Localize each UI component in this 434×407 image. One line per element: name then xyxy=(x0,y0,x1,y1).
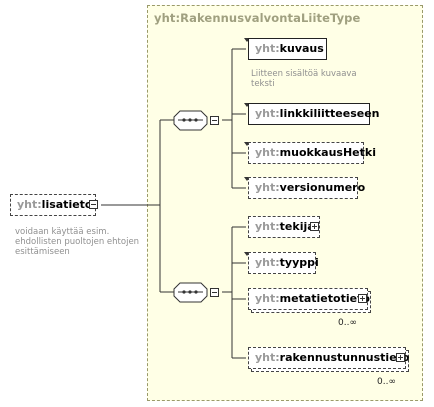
annotation-marker-icon xyxy=(244,252,250,256)
element-versionumero[interactable]: yht:versionumero xyxy=(248,177,365,199)
element-prefix: yht: xyxy=(17,198,42,211)
element-prefix: yht: xyxy=(255,220,280,233)
element-name: tyyppi xyxy=(279,256,319,269)
element-prefix: yht: xyxy=(255,351,280,364)
expand-rakennustunnustieto-icon[interactable] xyxy=(396,353,405,362)
doc-line: ehdollisten puoltojen ehtojen xyxy=(15,237,140,247)
element-name: kuvaus xyxy=(279,42,324,55)
element-prefix: yht: xyxy=(255,181,280,194)
element-prefix: yht: xyxy=(255,107,280,120)
expand-tekija-icon[interactable] xyxy=(310,222,319,231)
root-documentation: voidaan käyttää esim. ehdollisten puolto… xyxy=(15,227,139,257)
element-prefix: yht: xyxy=(255,292,280,305)
element-rakennustunnustieto[interactable]: yht:rakennustunnustieto xyxy=(248,347,409,369)
element-kuvaus[interactable]: yht:kuvaus xyxy=(248,38,327,60)
annotation-marker-icon xyxy=(244,38,250,42)
element-name: linkkiliitteeseen xyxy=(279,107,380,120)
element-metatietotieto[interactable]: yht:metatietotieto xyxy=(248,288,370,310)
doc-line: Liitteen sisältöä kuvaava xyxy=(251,69,357,79)
element-prefix: yht: xyxy=(255,146,280,159)
root-element-lisatieto[interactable]: yht:lisatieto xyxy=(10,194,96,216)
element-name: rakennustunnustieto xyxy=(279,351,410,364)
doc-line: voidaan käyttää esim. xyxy=(15,227,110,237)
collapse-root-icon[interactable] xyxy=(89,200,98,209)
element-name: muokkausHetki xyxy=(279,146,376,159)
element-name: metatietotieto xyxy=(279,292,370,305)
doc-line: esittämiseen xyxy=(15,247,70,257)
expand-metatietotieto-icon[interactable] xyxy=(358,294,367,303)
element-prefix: yht: xyxy=(255,256,280,269)
element-prefix: yht: xyxy=(255,42,280,55)
multiplicity-label: 0..∞ xyxy=(338,318,357,328)
doc-line: teksti xyxy=(251,79,275,89)
kuvaus-documentation: Liitteen sisältöä kuvaava teksti xyxy=(251,69,357,89)
element-muokkaushetki[interactable]: yht:muokkausHetki xyxy=(248,142,376,164)
annotation-marker-icon xyxy=(244,142,250,146)
element-tekija[interactable]: yht:tekija xyxy=(248,216,320,238)
collapse-sequence-1-icon[interactable] xyxy=(210,116,219,125)
element-name: tekija xyxy=(279,220,315,233)
annotation-marker-icon xyxy=(244,177,250,181)
annotation-marker-icon xyxy=(244,103,250,107)
complex-type-box xyxy=(147,5,423,401)
complex-type-name: yht:RakennusvalvontaLiiteType xyxy=(154,11,361,25)
element-linkkiliitteeseen[interactable]: yht:linkkiliitteeseen xyxy=(248,103,380,125)
element-name: lisatieto xyxy=(41,198,93,211)
collapse-sequence-2-icon[interactable] xyxy=(210,288,219,297)
element-tyyppi[interactable]: yht:tyyppi xyxy=(248,252,319,274)
multiplicity-label: 0..∞ xyxy=(377,377,396,387)
element-name: versionumero xyxy=(279,181,366,194)
